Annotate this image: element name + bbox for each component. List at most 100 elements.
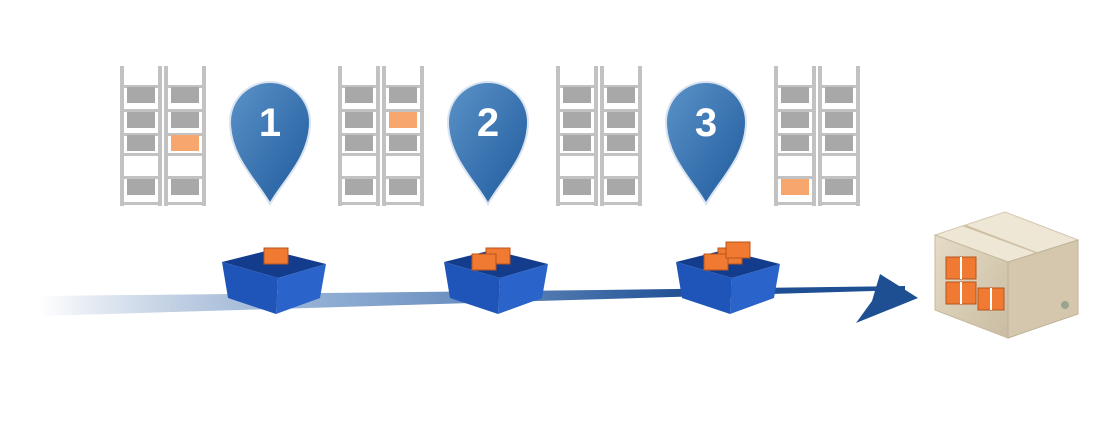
rack-shelf (774, 109, 816, 112)
storage-slot (127, 179, 155, 195)
warehouse-rack-icon (120, 66, 206, 206)
bin-side (276, 264, 326, 314)
package-icon (945, 256, 1005, 311)
rack-shelf (774, 176, 816, 179)
storage-slot (825, 87, 853, 103)
rack-shelf (774, 202, 816, 205)
storage-slot (825, 179, 853, 195)
storage-slot (563, 179, 591, 195)
package-icon (471, 253, 497, 271)
storage-slot (345, 179, 373, 195)
storage-slot (825, 112, 853, 128)
rack-shelf (120, 176, 162, 179)
rack-shelf (120, 133, 162, 136)
rack-shelf (818, 176, 860, 179)
map-pin-icon: 3 (664, 81, 748, 207)
rack-shelf (600, 85, 642, 88)
rack-shelf (774, 85, 816, 88)
storage-slot (127, 135, 155, 151)
package-icon (263, 247, 289, 265)
step-number: 2 (477, 101, 499, 145)
package-icon (725, 241, 751, 259)
box-side (1007, 239, 1079, 339)
rack-shelf (774, 153, 816, 156)
plastic-bin-icon (676, 241, 780, 314)
storage-slot (607, 135, 635, 151)
storage-slot (825, 135, 853, 151)
storage-slot (171, 179, 199, 195)
storage-slot (607, 112, 635, 128)
rack-shelf (120, 109, 162, 112)
bin-side (498, 264, 548, 314)
rack-shelf (164, 133, 206, 136)
rack-shelf (164, 109, 206, 112)
rack-shelf (818, 133, 860, 136)
pin-shape (446, 81, 530, 207)
rack-shelf (556, 153, 598, 156)
storage-slot (345, 112, 373, 128)
highlighted-slot (389, 112, 417, 128)
rack-shelf (818, 153, 860, 156)
rack-shelf (164, 85, 206, 88)
storage-slot (345, 135, 373, 151)
package-icon (703, 253, 729, 271)
storage-slot (171, 87, 199, 103)
picking-bins (222, 241, 780, 314)
bin-side (730, 264, 780, 314)
storage-slot (389, 179, 417, 195)
rack-shelf (338, 153, 380, 156)
plastic-bin-icon (222, 247, 326, 314)
rack-shelf (600, 109, 642, 112)
rack-shelf (164, 153, 206, 156)
storage-slot (345, 87, 373, 103)
bin-front (444, 262, 500, 314)
rack-shelf (164, 176, 206, 179)
storage-slot (781, 135, 809, 151)
map-pin-icon: 1 (228, 81, 312, 207)
storage-slot (127, 87, 155, 103)
step-number: 3 (695, 101, 717, 145)
rack-shelf (338, 176, 380, 179)
rack-shelf (382, 176, 424, 179)
rack-shelf (382, 153, 424, 156)
rack-shelf (600, 133, 642, 136)
step-number: 1 (259, 101, 281, 145)
storage-slot (171, 112, 199, 128)
racks (120, 66, 860, 206)
rack-shelf (600, 153, 642, 156)
storage-slot (781, 87, 809, 103)
rack-shelf (600, 202, 642, 205)
pin-shape (664, 81, 748, 207)
rack-shelf (600, 176, 642, 179)
rack-shelf (774, 133, 816, 136)
rack-shelf (164, 202, 206, 205)
rack-shelf (556, 109, 598, 112)
cardboard-box-icon (933, 211, 1080, 339)
highlighted-slot (171, 135, 199, 151)
storage-slot (781, 112, 809, 128)
plastic-bin-icon (444, 247, 548, 314)
warehouse-rack-icon (556, 66, 642, 206)
map-pin-icon: 2 (446, 81, 530, 207)
rack-shelf (338, 109, 380, 112)
rack-shelf (556, 176, 598, 179)
rack-shelf (556, 85, 598, 88)
warehouse-rack-icon (338, 66, 424, 206)
rack-shelf (382, 109, 424, 112)
warehouse-rack-icon (774, 66, 860, 206)
rack-shelf (818, 85, 860, 88)
rack-shelf (120, 153, 162, 156)
pin-shape (228, 81, 312, 207)
rack-shelf (818, 109, 860, 112)
rack-shelf (338, 202, 380, 205)
rack-shelf (120, 202, 162, 205)
storage-slot (563, 135, 591, 151)
storage-slot (389, 135, 417, 151)
rack-shelf (818, 202, 860, 205)
storage-slot (563, 87, 591, 103)
rack-shelf (556, 133, 598, 136)
storage-slot (563, 112, 591, 128)
bin-front (222, 262, 278, 314)
storage-slot (389, 87, 417, 103)
